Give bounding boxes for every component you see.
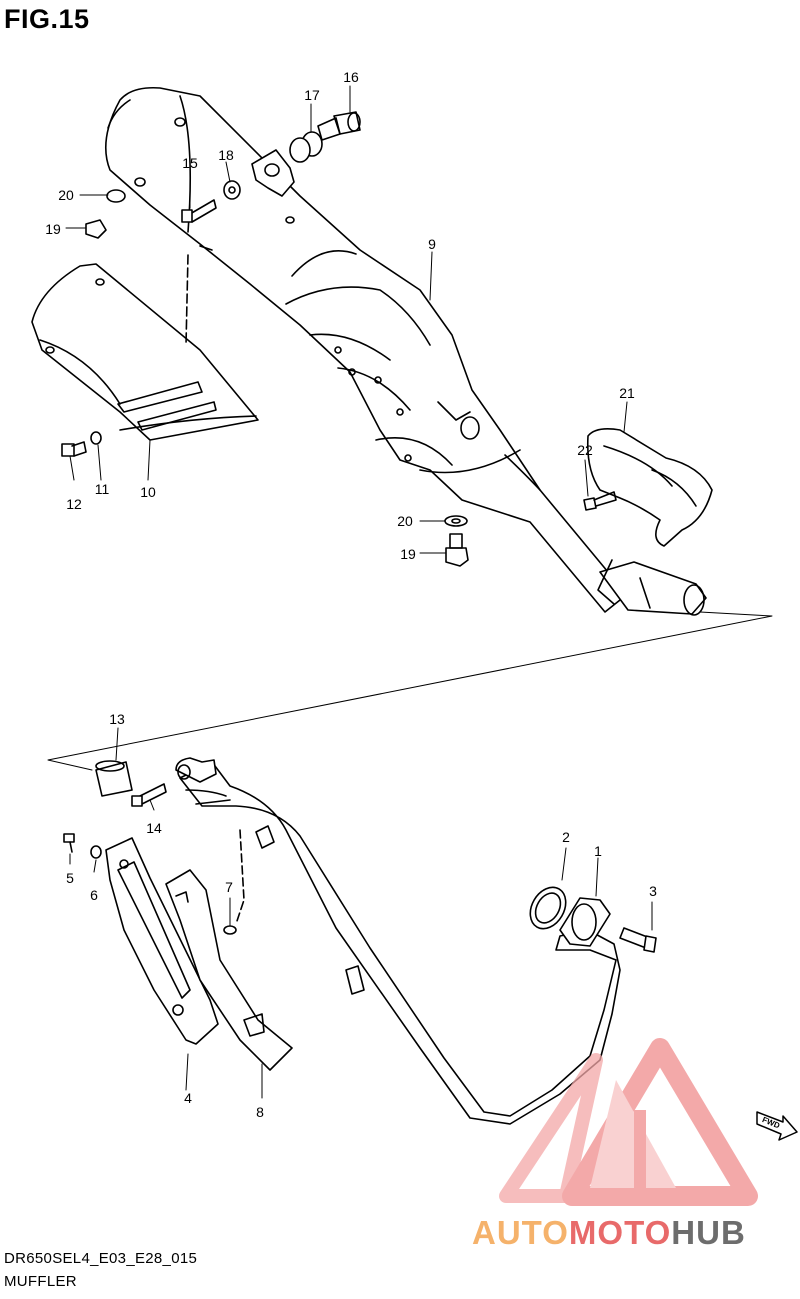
part-label-5: 5 bbox=[66, 870, 74, 886]
part-label-13: 13 bbox=[109, 711, 125, 727]
part-label-11: 11 bbox=[94, 481, 110, 497]
figure-name: MUFFLER bbox=[4, 1273, 77, 1290]
muffler-body bbox=[104, 86, 707, 616]
part-label-15: 15 bbox=[182, 155, 198, 171]
part-label-21: 21 bbox=[619, 385, 635, 401]
part-label-4: 4 bbox=[184, 1090, 192, 1106]
part-label-1: 1 bbox=[594, 843, 602, 859]
part-label-12: 12 bbox=[66, 496, 82, 512]
part-label-19-lower: 19 bbox=[400, 546, 416, 562]
part-label-22: 22 bbox=[577, 442, 593, 458]
exhaust-connector bbox=[95, 727, 167, 811]
part-label-6: 6 bbox=[90, 887, 98, 903]
part-label-3: 3 bbox=[649, 883, 657, 899]
watermark-part-c: HUB bbox=[671, 1214, 746, 1251]
muffler-protector bbox=[586, 428, 713, 547]
part-label-20-lower: 20 bbox=[397, 513, 413, 529]
forward-direction-arrow-icon: FWD bbox=[756, 1111, 798, 1141]
watermark-part-a: AUTO bbox=[472, 1214, 569, 1251]
figure-title: FIG.15 bbox=[4, 4, 90, 34]
part-label-16: 16 bbox=[343, 69, 359, 85]
part-label-17: 17 bbox=[304, 87, 320, 103]
watermark-logo-icon bbox=[499, 1038, 758, 1206]
watermark-part-b: MOTO bbox=[568, 1214, 672, 1251]
part-label-20-upper: 20 bbox=[58, 187, 74, 203]
part-label-10: 10 bbox=[140, 484, 156, 500]
part-label-2: 2 bbox=[562, 829, 570, 845]
leader-lines-upper bbox=[65, 85, 628, 554]
muffler-fasteners bbox=[61, 111, 617, 567]
part-label-14: 14 bbox=[146, 820, 162, 836]
part-label-18: 18 bbox=[218, 147, 234, 163]
figure-code: DR650SEL4_E03_E28_015 bbox=[4, 1250, 198, 1267]
part-label-9: 9 bbox=[428, 236, 436, 252]
part-label-8: 8 bbox=[256, 1104, 264, 1120]
part-label-7: 7 bbox=[225, 879, 233, 895]
pipe-heat-protectors bbox=[105, 837, 293, 1099]
part-label-19-upper: 19 bbox=[45, 221, 61, 237]
muffler-heat-shield bbox=[31, 245, 259, 441]
exhaust-pipe bbox=[175, 757, 657, 1125]
pipe-fasteners bbox=[63, 829, 245, 935]
watermark-text: AUTOMOTOHUB bbox=[472, 1214, 746, 1252]
section-break-line bbox=[47, 611, 773, 771]
